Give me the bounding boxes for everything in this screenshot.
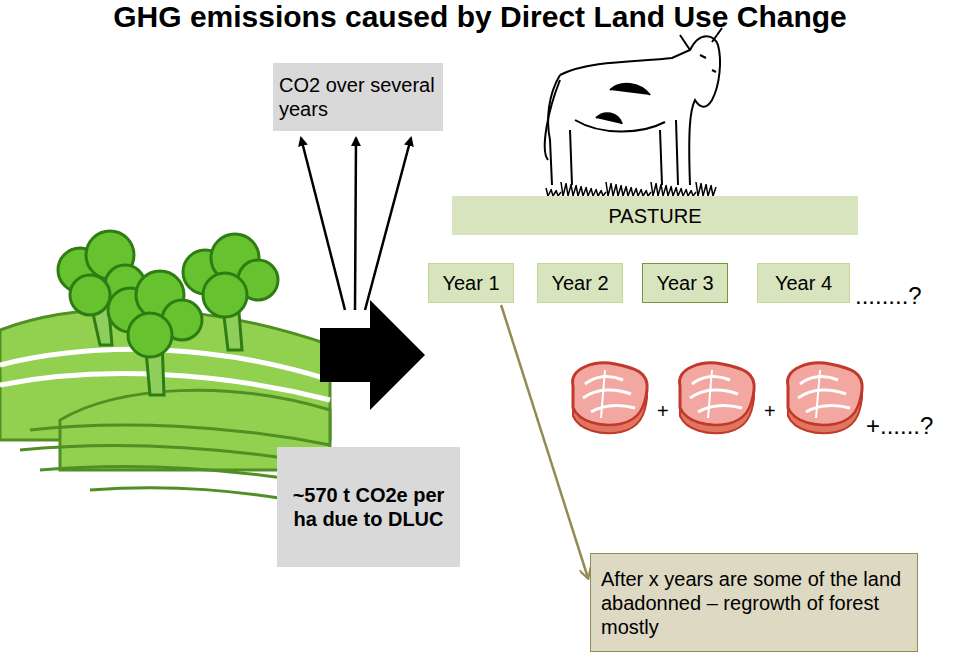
- grass-stroke: [596, 189, 601, 196]
- grass-stroke: [611, 183, 616, 196]
- grass-stroke: [681, 188, 686, 196]
- node-text: After x years are some of the land abado…: [601, 567, 907, 639]
- node-text: Year 3: [651, 271, 719, 295]
- grass-stroke: [606, 182, 611, 196]
- grass-stroke: [671, 186, 676, 196]
- grass-stroke: [686, 189, 691, 196]
- grass-tufts: [546, 182, 716, 196]
- grass-stroke: [591, 188, 596, 196]
- grass-stroke: [676, 187, 681, 196]
- grass-stroke: [666, 185, 671, 196]
- node-text: Year 1: [437, 271, 505, 295]
- year-box: Year 4: [757, 263, 850, 303]
- node-text: CO2 over several years: [279, 73, 437, 121]
- grass-stroke: [586, 187, 591, 196]
- grass-stroke: [711, 185, 716, 196]
- node-text: ~570 t CO2e per ha due to DLUC: [287, 483, 450, 531]
- grass-stroke: [566, 183, 571, 196]
- grass-stroke: [631, 187, 636, 196]
- annotation: +......?: [866, 412, 933, 440]
- grass-stroke: [561, 182, 566, 196]
- connector-arrow: [501, 305, 588, 578]
- emission-arrows: [301, 138, 411, 310]
- node-text: Year 4: [766, 271, 841, 295]
- grass-stroke: [701, 183, 706, 196]
- note-box: After x years are some of the land abado…: [590, 553, 918, 652]
- cow-illustration: [545, 28, 722, 185]
- grass-stroke: [576, 185, 581, 196]
- pasture-band: PASTURE: [452, 196, 858, 235]
- annotation: ........?: [855, 282, 922, 310]
- grass-stroke: [546, 188, 551, 196]
- grass-stroke: [621, 185, 626, 196]
- grass-stroke: [656, 183, 661, 196]
- annotation: +: [657, 400, 669, 423]
- grass-stroke: [581, 186, 586, 196]
- node-text: Year 2: [546, 271, 614, 295]
- grass-stroke: [696, 182, 701, 196]
- grass-stroke: [706, 184, 711, 196]
- grass-stroke: [571, 184, 576, 196]
- grass-stroke: [641, 189, 646, 196]
- grass-stroke: [551, 189, 556, 196]
- annotation: +: [764, 400, 776, 423]
- conversion-arrow: [320, 300, 425, 410]
- grass-stroke: [626, 186, 631, 196]
- year-box: Year 3: [642, 263, 728, 303]
- year-box: Year 2: [537, 263, 623, 303]
- year-box: Year 1: [428, 263, 514, 303]
- emission-box: ~570 t CO2e per ha due to DLUC: [277, 447, 460, 567]
- grass-stroke: [661, 184, 666, 196]
- grass-stroke: [616, 184, 621, 196]
- title: GHG emissions caused by Direct Land Use …: [0, 0, 960, 34]
- node-text: PASTURE: [460, 204, 850, 228]
- note-box: CO2 over several years: [273, 63, 443, 131]
- grass-stroke: [636, 188, 641, 196]
- meat-icons: [573, 363, 863, 433]
- grass-stroke: [651, 182, 656, 196]
